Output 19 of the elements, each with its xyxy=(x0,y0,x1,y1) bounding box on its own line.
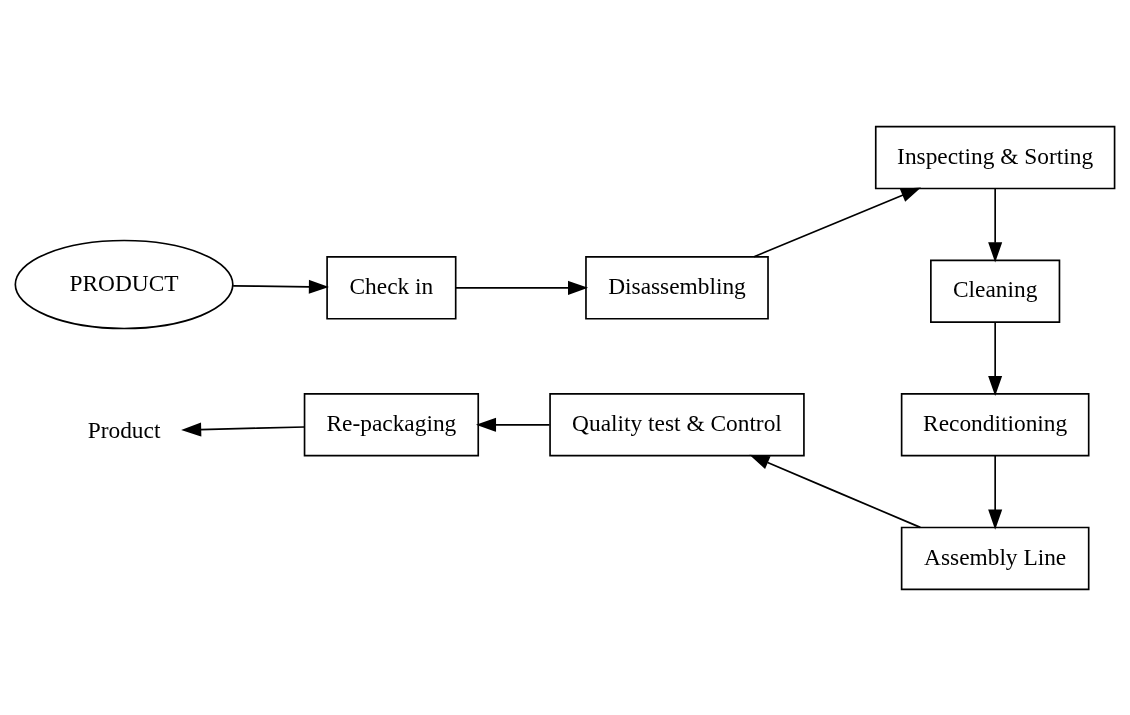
arrow xyxy=(988,187,1003,262)
node-ellipse: PRODUCT xyxy=(14,239,234,329)
node-box: Cleaning xyxy=(930,258,1061,323)
node-box: Assembly Line xyxy=(900,526,1090,590)
arrow xyxy=(454,280,589,295)
arrow xyxy=(988,454,1003,530)
node-box: Quality test & Control xyxy=(549,392,805,457)
arrow xyxy=(181,422,306,437)
node-box: Re-packaging xyxy=(303,392,480,457)
arrow xyxy=(753,187,922,257)
node-box: Check in xyxy=(326,255,457,320)
arrow xyxy=(988,321,1003,396)
arrow xyxy=(232,279,329,294)
arrow xyxy=(749,454,922,528)
node-text: Product xyxy=(87,416,161,443)
node-box: Reconditioning xyxy=(900,392,1090,457)
node-box: Disassembling xyxy=(585,255,769,320)
node-box: Inspecting & Sorting xyxy=(874,125,1116,189)
arrow xyxy=(476,417,551,432)
